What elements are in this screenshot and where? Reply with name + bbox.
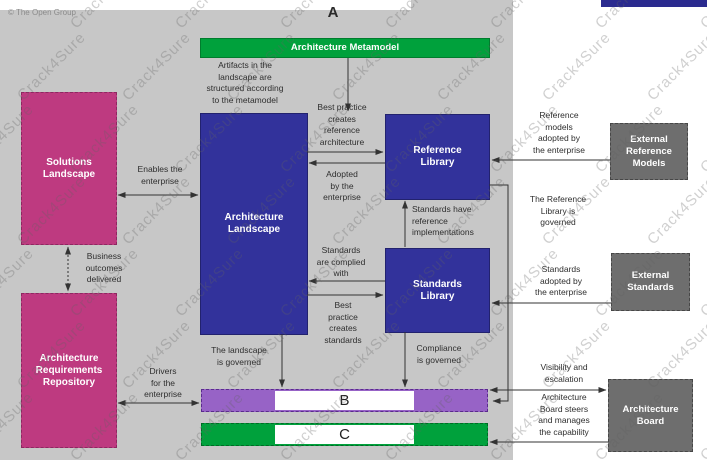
section-letter-b: B [275, 391, 414, 410]
copyright-text: © The Open Group [8, 8, 77, 17]
watermark-text: Crack4Sure [697, 244, 707, 321]
label-best-practice-reference: Best practice creates reference architec… [317, 102, 367, 147]
watermark-text: Crack4Sure [644, 172, 707, 249]
governance-bar-c: C [201, 423, 488, 446]
section-letter-a: A [327, 4, 339, 21]
label-standards-adopted: Standards adopted by the enterprise [535, 264, 587, 297]
reference-library-box: Reference Library [385, 114, 490, 200]
diagram-background-tab [411, 0, 513, 12]
label-visibility-escalation: Visibility and escalation [540, 362, 588, 384]
label-board-steers: Architecture Board steers and manages th… [538, 392, 590, 437]
top-right-blue-bar [601, 0, 707, 7]
label-drivers: Drivers for the enterprise [144, 366, 182, 399]
label-compliance-governed: Compliance is governed [416, 343, 462, 365]
watermark-text: Crack4Sure [539, 28, 615, 105]
watermark-text: Crack4Sure [697, 388, 707, 462]
label-reference-models-adopted: Reference models adopted by the enterpri… [533, 110, 585, 155]
watermark-text: Crack4Sure [697, 100, 707, 177]
architecture-board-box: Architecture Board [608, 379, 693, 452]
label-adopted-by-enterprise: Adopted by the enterprise [323, 169, 361, 202]
watermark-text: Crack4Sure [644, 28, 707, 105]
architecture-requirements-repository-box: Architecture Requirements Repository [21, 293, 117, 448]
section-letter-c: C [275, 425, 414, 444]
label-standards-have-reference: Standards have reference implementations [412, 204, 474, 237]
label-landscape-governed: The landscape is governed [211, 345, 267, 367]
solutions-landscape-box: Solutions Landscape [21, 92, 117, 245]
label-artifacts: Artifacts in the landscape are structure… [206, 60, 284, 105]
label-standards-complied: Standards are complied with [316, 245, 366, 278]
label-best-practice-standards: Best practice creates standards [324, 300, 362, 345]
label-enables: Enables the enterprise [137, 164, 183, 186]
label-business-outcomes: Business outcomes delivered [85, 251, 123, 284]
external-reference-models-box: External Reference Models [610, 123, 688, 180]
standards-library-box: Standards Library [385, 248, 490, 333]
external-standards-box: External Standards [611, 253, 690, 311]
governance-bar-b: B [201, 389, 488, 412]
label-reference-library-governed: The Reference Library is governed [529, 194, 587, 227]
architecture-landscape-box: Architecture Landscape [200, 113, 308, 335]
architecture-metamodel-bar: Architecture Metamodel [200, 38, 490, 58]
